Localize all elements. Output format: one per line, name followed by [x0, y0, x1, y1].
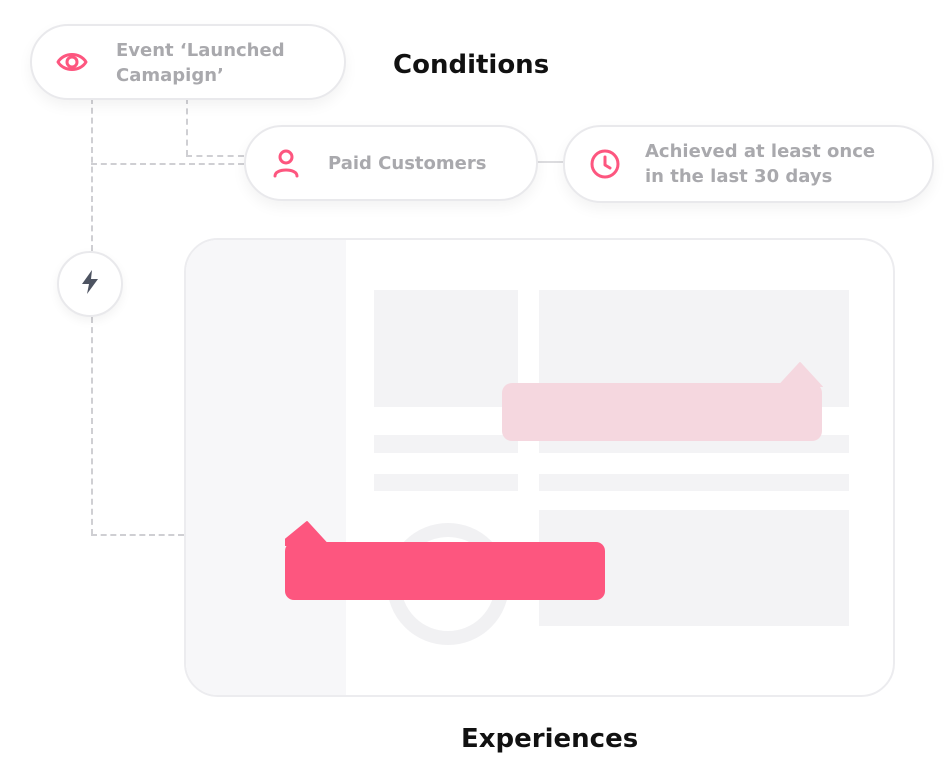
- tooltip-preview-highlight: [285, 542, 605, 600]
- achieved-condition-label: Achieved at least once in the last 30 da…: [645, 139, 875, 189]
- connector-to-paid: [186, 155, 244, 157]
- connector-to-card: [91, 534, 184, 536]
- content-line: [374, 435, 518, 453]
- tooltip-preview-light: [502, 383, 822, 441]
- event-label-line2: Camapign’: [116, 65, 224, 86]
- connector-event-down: [91, 98, 93, 251]
- user-icon: [268, 145, 304, 181]
- achieved-condition-node[interactable]: Achieved at least once in the last 30 da…: [563, 125, 934, 203]
- experiences-heading: Experiences: [461, 724, 639, 754]
- content-line: [374, 474, 518, 491]
- achieved-label-line2: in the last 30 days: [645, 166, 833, 187]
- paid-customers-label: Paid Customers: [328, 153, 487, 174]
- tooltip-highlight-pointer: [285, 521, 330, 546]
- event-condition-node[interactable]: Event ‘Launched Camapign’: [30, 24, 346, 100]
- experience-preview-card: [184, 238, 895, 697]
- content-line: [539, 474, 849, 491]
- connector-paid-achieved: [536, 161, 564, 163]
- event-condition-label: Event ‘Launched Camapign’: [116, 38, 285, 88]
- connector-event-right: [186, 98, 188, 156]
- connector-trigger-down: [91, 317, 93, 535]
- event-label-line1: Event ‘Launched: [116, 40, 285, 61]
- conditions-heading: Conditions: [393, 50, 550, 80]
- achieved-label-line1: Achieved at least once: [645, 141, 876, 162]
- trigger-node[interactable]: [57, 251, 123, 317]
- lightning-bolt-icon: [79, 269, 101, 299]
- connector-branch: [91, 163, 244, 165]
- card-sidebar: [186, 240, 346, 695]
- eye-icon: [54, 44, 90, 80]
- clock-icon: [587, 146, 623, 182]
- paid-customers-node[interactable]: Paid Customers: [244, 125, 538, 201]
- content-block: [374, 290, 518, 407]
- tooltip-light-pointer: [778, 362, 823, 387]
